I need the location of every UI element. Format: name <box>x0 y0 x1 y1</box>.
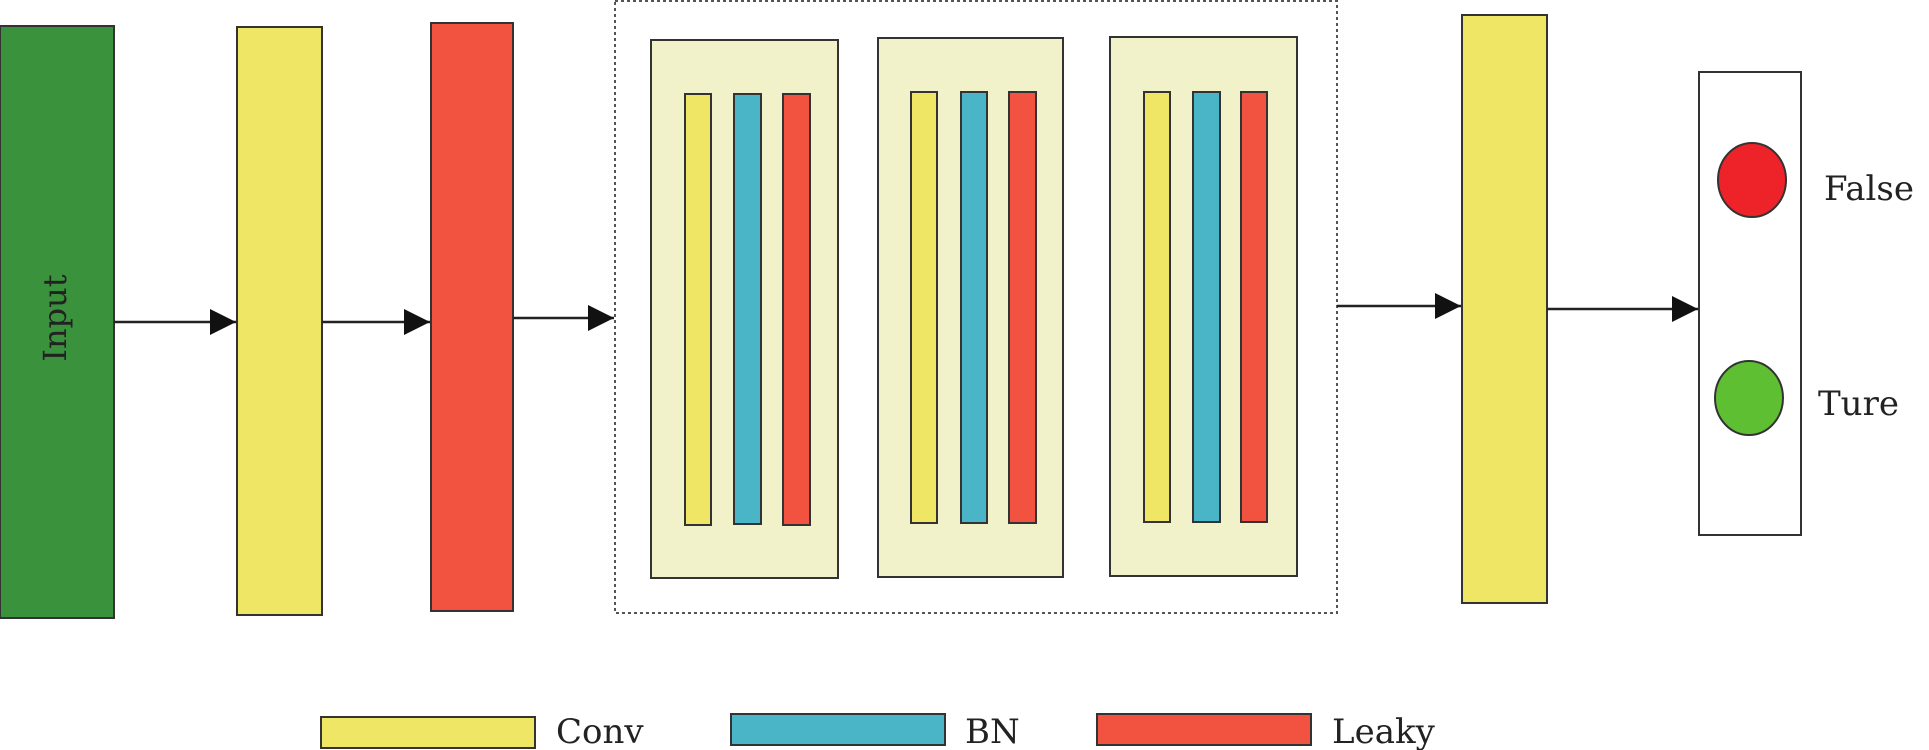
false-label: False <box>1824 169 1914 209</box>
block-bn-bar <box>1192 91 1221 523</box>
residual-block-group <box>614 0 1338 614</box>
block-conv-bar <box>684 93 712 526</box>
conv-bn-leaky-block <box>1109 36 1298 577</box>
true-dot-icon <box>1714 360 1784 436</box>
conv-bn-leaky-block <box>650 39 839 579</box>
block-leaky-bar <box>782 93 811 526</box>
true-label: Ture <box>1818 384 1899 424</box>
arrowhead-icon <box>1435 293 1461 319</box>
legend-leaky-swatch <box>1096 713 1312 746</box>
leaky-layer-bar <box>430 22 514 612</box>
legend-conv-label: Conv <box>556 712 644 750</box>
arrowhead-icon <box>210 309 236 335</box>
input-bar <box>0 25 115 619</box>
final-conv-bar <box>1461 14 1548 604</box>
legend-leaky-label: Leaky <box>1332 712 1436 750</box>
output-frame <box>1698 71 1802 536</box>
block-bn-bar <box>733 93 762 525</box>
block-conv-bar <box>910 91 938 524</box>
legend-bn-swatch <box>730 713 946 746</box>
conv-layer-bar <box>236 26 323 616</box>
output-box: False Ture <box>1698 71 1914 536</box>
legend-conv-swatch <box>320 716 536 749</box>
legend: Conv BN Leaky <box>320 712 1436 750</box>
input-label: Input <box>36 274 74 361</box>
false-dot-icon <box>1717 142 1787 218</box>
legend-bn-label: BN <box>965 712 1020 750</box>
input-layer: Input <box>0 25 115 619</box>
arrowhead-icon <box>404 309 430 335</box>
block-conv-bar <box>1143 91 1171 523</box>
block-leaky-bar <box>1008 91 1037 524</box>
block-bn-bar <box>960 91 988 524</box>
conv-bn-leaky-block <box>877 37 1064 578</box>
block-leaky-bar <box>1240 91 1268 523</box>
arrowhead-icon <box>1672 296 1698 322</box>
arrowhead-icon <box>588 305 614 331</box>
